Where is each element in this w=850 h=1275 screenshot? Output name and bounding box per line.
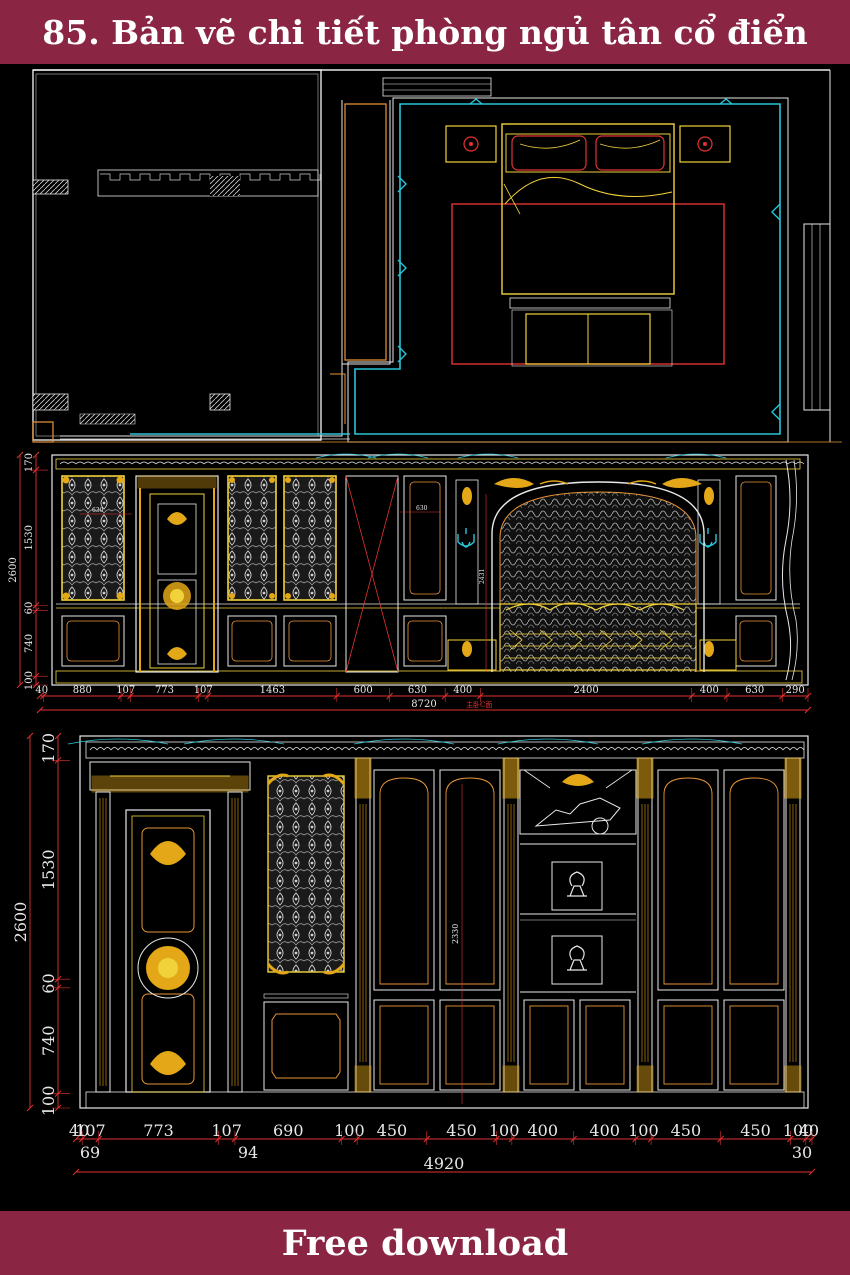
dimension-label: 170 [24, 453, 35, 472]
dimension-label: 450 [446, 1121, 477, 1140]
dimension-label: 450 [671, 1121, 702, 1140]
dimension-label: 60 [39, 973, 58, 993]
dimension-label: 690 [273, 1121, 304, 1140]
dimension-label: 400 [528, 1121, 559, 1140]
floor-plan [32, 69, 842, 443]
dimension-label: 170 [39, 733, 58, 764]
overall-height-label: 2600 [11, 902, 30, 943]
dimension-label: 30 [792, 1143, 812, 1162]
dimension-label: 740 [39, 1025, 58, 1056]
dimension-label: 450 [377, 1121, 408, 1140]
dimension-label: 100 [334, 1121, 365, 1140]
cad-drawing: 630 630 2431 主卧C面 40 880 107 773 107 1463 600 6… [8, 69, 842, 1176]
dimension-label: 100 [489, 1121, 520, 1140]
overall-height-label: 2600 [8, 557, 19, 582]
dimension-label: 630 [745, 685, 764, 696]
total-width-label: 8720 [411, 699, 436, 710]
dimension-label: 94 [238, 1143, 258, 1162]
dimension-label: 773 [155, 685, 174, 696]
dimension-label: 1530 [39, 849, 58, 890]
dimension-label: 740 [24, 634, 35, 653]
dimension-label: 630 [408, 685, 427, 696]
dimension-label: 1530 [24, 525, 35, 550]
dimension-label: 600 [354, 685, 373, 696]
dimension-label: 107 [194, 685, 213, 696]
dimension-label: 107 [75, 1121, 106, 1140]
dimension-label: 400 [700, 685, 719, 696]
dimension-label: 2400 [573, 685, 598, 696]
elevation-1-label: 主卧C面 [466, 700, 492, 709]
dimension-label: 40 [799, 1121, 819, 1140]
dimension-label: 880 [73, 685, 92, 696]
dimension-label: 290 [786, 685, 805, 696]
dimension-label: 773 [143, 1121, 174, 1140]
elevation-1-inner-height: 2431 [479, 569, 486, 584]
elevation-1-dimensions: 40 880 107 773 107 1463 600 630 400 2400 400 630 290… [8, 451, 812, 714]
dimension-label: 100 [39, 1086, 58, 1117]
total-width-label: 4920 [424, 1154, 465, 1173]
elevation-1-panel-dim: 630 [416, 505, 428, 512]
dimension-label: 400 [453, 685, 472, 696]
elevation-2-inner-height: 2330 [451, 924, 460, 944]
dimension-label: 100 [24, 671, 35, 690]
dimension-label: 450 [740, 1121, 771, 1140]
dimension-label: 100 [628, 1121, 659, 1140]
dimension-label: 107 [116, 685, 135, 696]
dimension-label: 60 [24, 602, 35, 615]
dimension-label: 400 [589, 1121, 620, 1140]
dimension-label: 69 [80, 1143, 100, 1162]
dimension-label: 40 [69, 1121, 89, 1140]
dimension-label: 40 [35, 685, 48, 696]
dimension-label: 107 [211, 1121, 242, 1140]
elevation-1: 630 630 2431 主卧C面 40 880 107 773 107 1463 600 6… [8, 451, 812, 714]
elevation-1-panel-dim: 630 [92, 507, 104, 514]
page-title: 85. Bản vẽ chi tiết phòng ngủ tân cổ điể… [0, 0, 850, 64]
dimension-label: 1463 [260, 685, 285, 696]
free-download-button[interactable]: Free download [0, 1211, 850, 1275]
